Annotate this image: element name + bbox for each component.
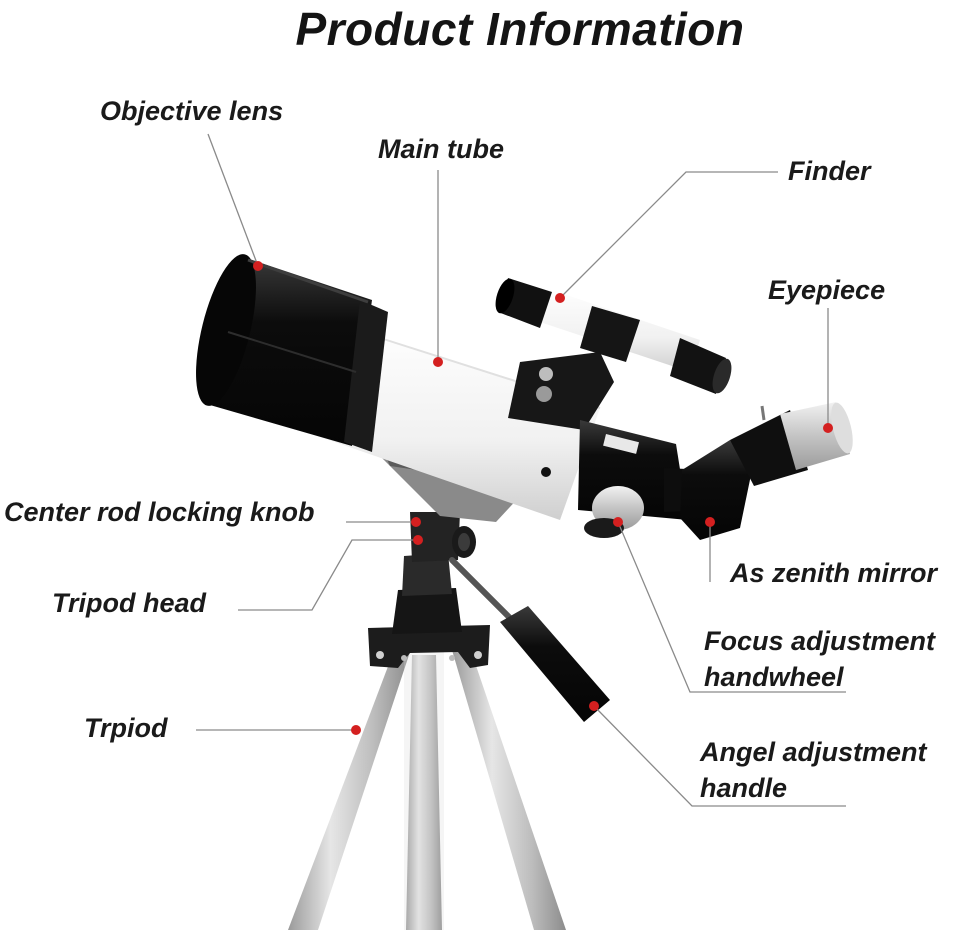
finder-scope bbox=[495, 278, 732, 394]
label-tripod-head: Tripod head bbox=[52, 588, 207, 618]
label-focus-line-2: handwheel bbox=[704, 662, 844, 692]
label-main-tube: Main tube bbox=[378, 134, 504, 164]
tripod-legs bbox=[288, 640, 566, 930]
label-angel-line-2: handle bbox=[700, 773, 788, 803]
objective-lens-hood bbox=[196, 254, 388, 452]
leader-line-angel bbox=[593, 705, 846, 807]
marker-tripod-head bbox=[413, 535, 423, 545]
finder-bracket bbox=[508, 352, 614, 430]
eyepiece-barrel bbox=[760, 402, 853, 470]
marker-objective-lens bbox=[253, 261, 263, 271]
marker-trpiod bbox=[351, 725, 361, 735]
label-finder: Finder bbox=[788, 156, 871, 186]
marker-zenith bbox=[705, 517, 715, 527]
label-angel-adjustment-handle: Angel adjustment handle bbox=[700, 734, 927, 806]
tripod-top-plate bbox=[368, 625, 490, 668]
label-as-zenith-mirror: As zenith mirror bbox=[730, 558, 938, 588]
callout-markers bbox=[253, 261, 833, 735]
angle-handle-rod bbox=[449, 557, 610, 722]
marker-finder bbox=[555, 293, 565, 303]
leader-line-objective bbox=[207, 133, 259, 267]
marker-center-rod bbox=[411, 517, 421, 527]
leader-line-tripod-head bbox=[238, 539, 418, 611]
label-angel-line-1: Angel adjustment bbox=[700, 737, 927, 767]
label-center-rod-locking-knob: Center rod locking knob bbox=[4, 497, 315, 527]
label-objective-lens: Objective lens bbox=[100, 96, 284, 126]
label-eyepiece: Eyepiece bbox=[768, 275, 886, 305]
label-focus-line-1: Focus adjustment bbox=[704, 626, 936, 656]
leader-lines bbox=[196, 133, 846, 807]
label-trpiod: Trpiod bbox=[84, 713, 168, 743]
marker-main-tube bbox=[433, 357, 443, 367]
marker-focus bbox=[613, 517, 623, 527]
leader-line-focus bbox=[617, 521, 846, 693]
marker-angel bbox=[589, 701, 599, 711]
diagram-title: Product Information bbox=[295, 3, 745, 55]
tripod-head-body bbox=[392, 512, 476, 634]
marker-eyepiece bbox=[823, 423, 833, 433]
leader-line-finder bbox=[559, 171, 778, 299]
label-focus-adjustment-handwheel: Focus adjustment handwheel bbox=[704, 623, 935, 695]
